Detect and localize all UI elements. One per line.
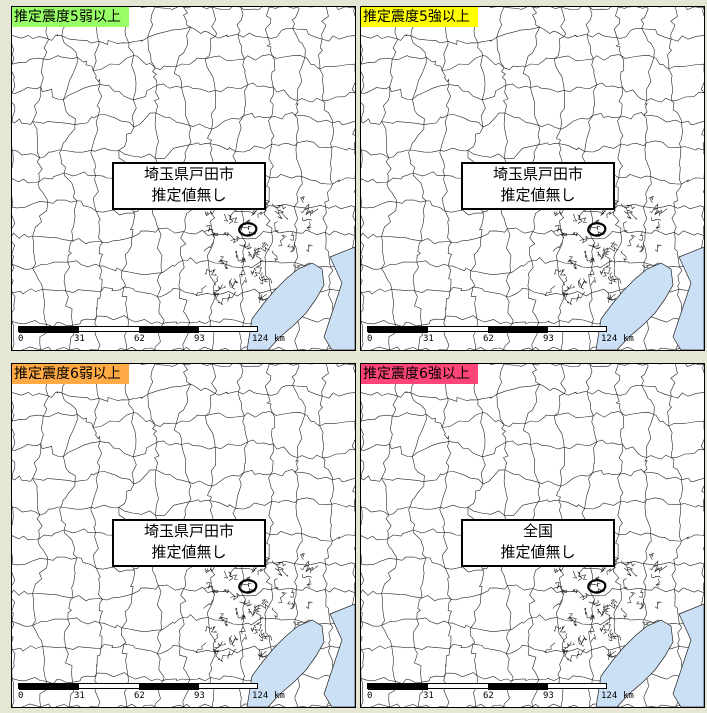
no-estimate-text: 推定値無し bbox=[151, 543, 227, 561]
location-message: 全国 推定値無し bbox=[461, 519, 615, 567]
sea-area bbox=[672, 603, 704, 707]
scale-tick: 124 bbox=[252, 334, 269, 344]
map-panel: 推定震度5弱以上 埼玉県戸田市 推定値無し 0 31 62 93 124 km bbox=[11, 6, 356, 351]
target-municipality-outline bbox=[587, 222, 607, 237]
map-panel: 推定震度6弱以上 埼玉県戸田市 推定値無し 0 31 62 93 124 km bbox=[11, 363, 356, 708]
no-estimate-text: 推定値無し bbox=[500, 186, 576, 204]
map-panel: 推定震度5強以上 埼玉県戸田市 推定値無し 0 31 62 93 124 km bbox=[360, 6, 705, 351]
location-name: 埼玉県戸田市 bbox=[492, 165, 583, 183]
sea-area bbox=[672, 246, 704, 350]
location-name: 埼玉県戸田市 bbox=[143, 522, 234, 540]
map-svg bbox=[12, 364, 355, 707]
scale-tick: 31 bbox=[423, 691, 434, 701]
scale-tick: 31 bbox=[74, 691, 85, 701]
map-svg bbox=[361, 364, 704, 707]
scale-tick: 0 bbox=[367, 334, 373, 344]
scale-tick: 93 bbox=[543, 334, 554, 344]
sea-area bbox=[323, 603, 355, 707]
location-message: 埼玉県戸田市 推定値無し bbox=[112, 162, 266, 210]
intensity-label: 推定震度5弱以上 bbox=[12, 7, 129, 27]
target-municipality-outline bbox=[587, 579, 607, 594]
scale-unit: km bbox=[623, 334, 634, 344]
target-municipality-outline bbox=[238, 222, 258, 237]
scale-tick: 0 bbox=[18, 691, 24, 701]
scale-tick: 62 bbox=[134, 334, 145, 344]
scale-unit: km bbox=[274, 691, 285, 701]
target-municipality-outline bbox=[238, 579, 258, 594]
tokyo-bay bbox=[246, 619, 325, 707]
scale-bar: 0 31 62 93 124 km bbox=[18, 326, 298, 350]
tokyo-bay bbox=[595, 619, 674, 707]
scale-tick: 93 bbox=[194, 691, 205, 701]
sea-area bbox=[323, 246, 355, 350]
location-name: 全国 bbox=[522, 522, 553, 540]
scale-tick: 124 bbox=[601, 334, 618, 344]
scale-bar: 0 31 62 93 124 km bbox=[367, 683, 647, 707]
scale-tick: 0 bbox=[367, 691, 373, 701]
scale-tick: 124 bbox=[252, 691, 269, 701]
map-svg bbox=[361, 7, 704, 350]
scale-tick: 124 bbox=[601, 691, 618, 701]
map-svg bbox=[12, 7, 355, 350]
scale-tick: 62 bbox=[483, 334, 494, 344]
scale-tick: 31 bbox=[74, 334, 85, 344]
location-message: 埼玉県戸田市 推定値無し bbox=[112, 519, 266, 567]
tokyo-bay bbox=[246, 262, 325, 350]
scale-bar: 0 31 62 93 124 km bbox=[18, 683, 298, 707]
scale-tick: 93 bbox=[194, 334, 205, 344]
location-message: 埼玉県戸田市 推定値無し bbox=[461, 162, 615, 210]
no-estimate-text: 推定値無し bbox=[151, 186, 227, 204]
intensity-label: 推定震度6弱以上 bbox=[12, 364, 129, 384]
tokyo-bay bbox=[595, 262, 674, 350]
scale-bar: 0 31 62 93 124 km bbox=[367, 326, 647, 350]
scale-tick: 31 bbox=[423, 334, 434, 344]
scale-tick: 0 bbox=[18, 334, 24, 344]
scale-unit: km bbox=[274, 334, 285, 344]
intensity-label: 推定震度5強以上 bbox=[361, 7, 478, 27]
scale-unit: km bbox=[623, 691, 634, 701]
no-estimate-text: 推定値無し bbox=[500, 543, 576, 561]
municipal-boundaries bbox=[361, 364, 704, 707]
scale-tick: 93 bbox=[543, 691, 554, 701]
location-name: 埼玉県戸田市 bbox=[143, 165, 234, 183]
intensity-label: 推定震度6強以上 bbox=[361, 364, 478, 384]
scale-tick: 62 bbox=[483, 691, 494, 701]
map-panel: 推定震度6強以上 全国 推定値無し 0 31 62 93 124 km bbox=[360, 363, 705, 708]
municipal-boundaries bbox=[361, 7, 704, 350]
scale-tick: 62 bbox=[134, 691, 145, 701]
